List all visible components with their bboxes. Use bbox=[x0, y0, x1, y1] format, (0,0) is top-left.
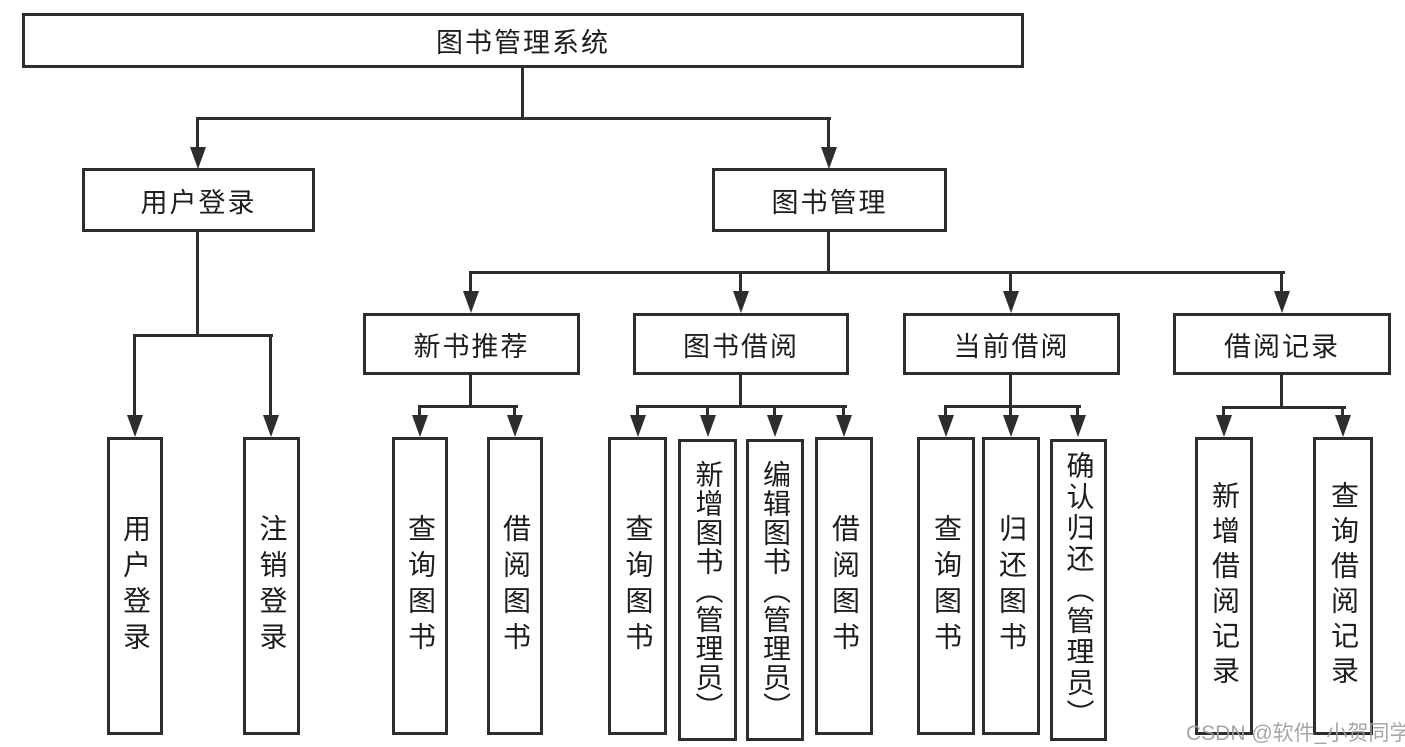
connector-drop-login bbox=[133, 334, 136, 417]
leaf-logout: 注销登录 bbox=[243, 437, 300, 735]
arrow-down-icon bbox=[767, 415, 783, 437]
connector-drop-bb-edit bbox=[773, 405, 776, 419]
connector-drop-nbr-query bbox=[418, 405, 421, 419]
connector-drop-bb-add bbox=[706, 405, 709, 419]
connector-cb-stem bbox=[1009, 375, 1012, 408]
connector-nbr-bar bbox=[418, 405, 518, 408]
arrow-down-icon bbox=[836, 415, 852, 437]
arrow-down-icon bbox=[821, 147, 837, 169]
node-book-mgmt: 图书管理 bbox=[712, 168, 947, 232]
arrow-down-icon bbox=[463, 291, 479, 313]
connector-br-bar bbox=[1222, 406, 1346, 409]
connector-bb-bar bbox=[636, 405, 847, 408]
leaf-bb-add-books-admin: 新增图书（管理员） bbox=[678, 439, 737, 741]
arrow-down-icon bbox=[1274, 291, 1290, 313]
node-current-borrow: 当前借阅 bbox=[903, 313, 1120, 375]
connector-drop-book-mgmt bbox=[827, 117, 830, 149]
arrow-down-icon bbox=[412, 415, 428, 437]
arrow-down-icon bbox=[507, 415, 523, 437]
arrow-down-icon bbox=[1003, 291, 1019, 313]
leaf-bb-query-books: 查询图书 bbox=[608, 437, 667, 735]
leaf-bb-borrow-books: 借阅图书 bbox=[815, 437, 873, 735]
leaf-bb-edit-books-admin: 编辑图书（管理员） bbox=[746, 439, 804, 741]
connector-userlogin-bar bbox=[133, 334, 273, 337]
connector-bb-stem bbox=[739, 375, 742, 408]
arrow-down-icon bbox=[700, 415, 716, 437]
leaf-nbr-borrow-books: 借阅图书 bbox=[487, 437, 543, 735]
connector-drop-bb-borrow bbox=[842, 405, 845, 419]
connector-drop-br-query bbox=[1341, 406, 1344, 419]
connector-drop-cb-return bbox=[1009, 405, 1012, 419]
csdn-watermark: CSDN @软件_小贺同学 bbox=[1186, 722, 1405, 745]
leaf-br-query-record: 查询借阅记录 bbox=[1313, 437, 1373, 735]
connector-drop-new-book-rec bbox=[469, 271, 472, 293]
node-book-borrow: 图书借阅 bbox=[633, 313, 849, 375]
connector-bookmgmt-bar bbox=[469, 271, 1285, 274]
connector-root-stem bbox=[521, 68, 524, 118]
connector-nbr-stem bbox=[469, 375, 472, 408]
connector-drop-cb-query bbox=[944, 405, 947, 419]
connector-root-bar bbox=[196, 117, 831, 120]
leaf-cb-return-books: 归还图书 bbox=[982, 437, 1040, 735]
connector-drop-user-login bbox=[196, 117, 199, 149]
connector-bookmgmt-stem bbox=[827, 232, 830, 274]
node-user-login: 用户登录 bbox=[82, 168, 315, 232]
arrow-down-icon bbox=[938, 415, 954, 437]
connector-drop-bb-query bbox=[636, 405, 639, 419]
connector-drop-book-borrow bbox=[739, 271, 742, 293]
connector-drop-nbr-borrow bbox=[513, 405, 516, 419]
arrow-down-icon bbox=[190, 147, 206, 169]
node-new-book-rec: 新书推荐 bbox=[363, 313, 580, 375]
arrow-down-icon bbox=[1003, 415, 1019, 437]
leaf-br-add-record: 新增借阅记录 bbox=[1195, 437, 1253, 735]
connector-drop-borrow-records bbox=[1280, 271, 1283, 293]
connector-drop-current-borrow bbox=[1009, 271, 1012, 293]
arrow-down-icon bbox=[733, 291, 749, 313]
connector-drop-br-add bbox=[1222, 406, 1225, 419]
connector-cb-bar bbox=[944, 405, 1081, 408]
node-borrow-records: 借阅记录 bbox=[1173, 313, 1391, 375]
connector-drop-logout bbox=[269, 334, 272, 417]
connector-br-stem bbox=[1280, 375, 1283, 409]
arrow-down-icon bbox=[1070, 415, 1086, 437]
leaf-cb-query-books: 查询图书 bbox=[917, 437, 975, 735]
arrow-down-icon bbox=[1335, 415, 1351, 437]
leaf-user-login: 用户登录 bbox=[107, 437, 163, 735]
arrow-down-icon bbox=[630, 415, 646, 437]
leaf-cb-confirm-return-admin: 确认归还（管理员） bbox=[1050, 439, 1107, 741]
arrow-down-icon bbox=[1216, 415, 1232, 437]
connector-drop-cb-confirm bbox=[1076, 405, 1079, 419]
leaf-nbr-query-books: 查询图书 bbox=[392, 437, 448, 735]
node-root: 图书管理系统 bbox=[22, 13, 1024, 68]
arrow-down-icon bbox=[263, 415, 279, 437]
arrow-down-icon bbox=[127, 415, 143, 437]
connector-userlogin-stem bbox=[196, 232, 199, 336]
